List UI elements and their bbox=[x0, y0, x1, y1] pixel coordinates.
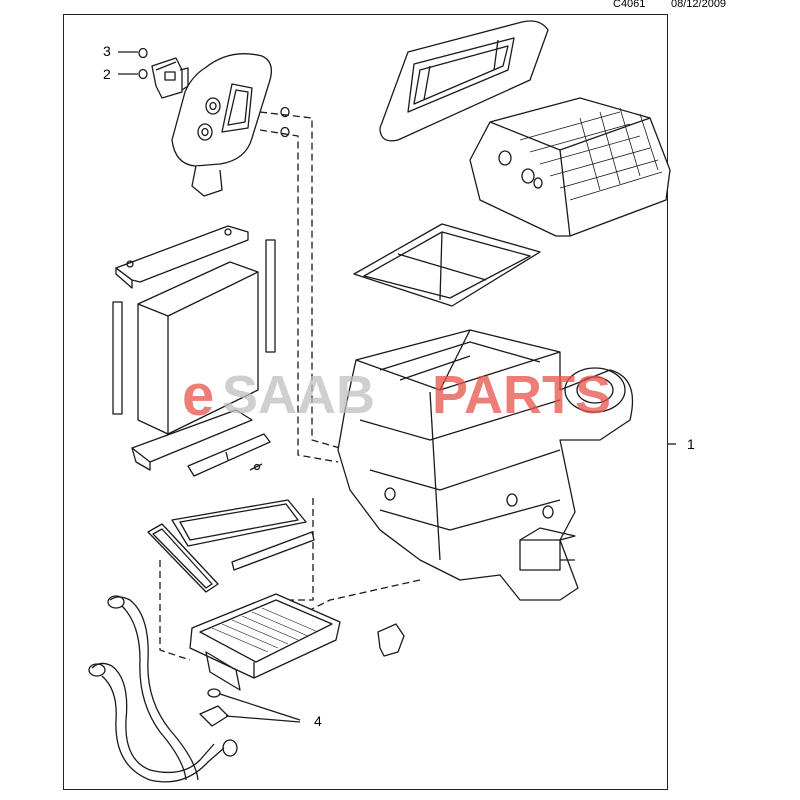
screw bbox=[249, 463, 263, 471]
callout-3: 3 bbox=[103, 43, 111, 59]
leader-4a bbox=[219, 693, 301, 721]
air-inlet-housing bbox=[469, 97, 671, 237]
watermark-e: e bbox=[182, 363, 215, 428]
evaporator-cover bbox=[115, 225, 249, 289]
callout-2: 2 bbox=[103, 66, 111, 82]
filter-frame bbox=[353, 223, 541, 307]
side-seal-right bbox=[265, 239, 276, 353]
diagram-date: 08/12/2009 bbox=[671, 0, 727, 10]
o-ring-3 bbox=[138, 47, 148, 59]
watermark-parts: PARTS bbox=[432, 365, 612, 425]
cover-frame bbox=[379, 20, 549, 142]
side-seal-left bbox=[112, 301, 123, 415]
watermark-saab: SAAB bbox=[222, 365, 376, 425]
hvac-housing bbox=[337, 329, 634, 601]
evaporator-core bbox=[137, 261, 259, 435]
flange-o-ring-b bbox=[280, 126, 290, 138]
expansion-valve bbox=[151, 57, 189, 99]
hose-clip bbox=[199, 705, 229, 727]
callout-1: 1 bbox=[687, 436, 695, 452]
heater-core bbox=[189, 593, 341, 691]
heater-hose-inlet bbox=[88, 662, 238, 783]
lower-bracket bbox=[187, 433, 271, 477]
heater-core-seal-a bbox=[171, 499, 307, 547]
screw-head bbox=[253, 463, 261, 471]
heater-core-seal-c bbox=[231, 531, 315, 571]
watermark: e SAAB PARTS bbox=[182, 362, 612, 432]
leader-4b bbox=[225, 715, 301, 723]
drain-nozzle bbox=[377, 623, 405, 657]
diagram-frame bbox=[63, 14, 668, 790]
diagram-code: C4061 bbox=[613, 0, 646, 10]
heater-core-seal-b bbox=[147, 523, 219, 593]
evaporator-bracket bbox=[131, 409, 253, 471]
o-ring-4 bbox=[207, 688, 221, 698]
evaporator-flange-plate bbox=[171, 53, 273, 197]
callout-4: 4 bbox=[314, 713, 322, 729]
flange-o-ring-a bbox=[280, 106, 290, 118]
heater-hose-outlet bbox=[107, 595, 199, 781]
o-ring-2 bbox=[138, 68, 148, 80]
